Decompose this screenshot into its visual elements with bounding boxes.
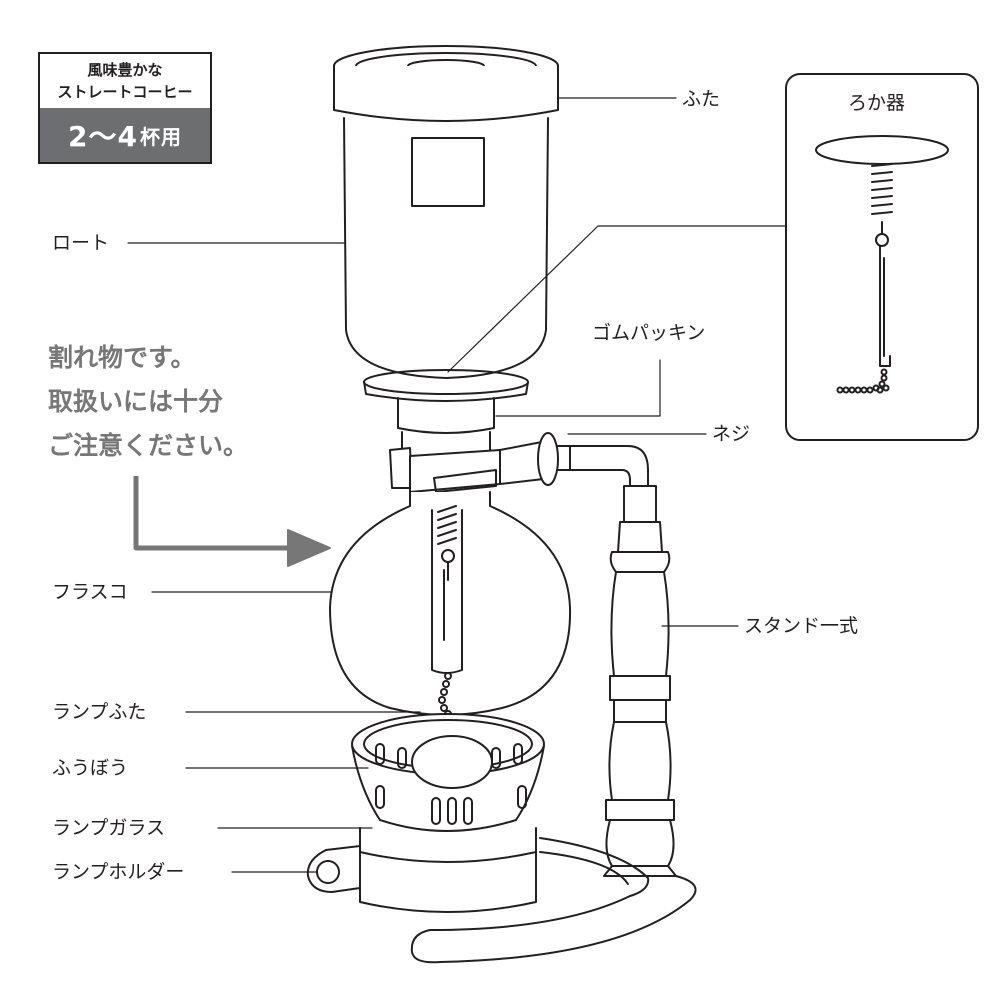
fragile-warning: 割れ物です。 取扱いには十分 ご注意ください。	[48, 336, 248, 468]
funnel-part	[343, 117, 549, 434]
capacity-badge: 風味豊かな ストレートコーヒー 2～4 杯用	[38, 52, 212, 164]
label-flask: フラスコ	[52, 581, 128, 603]
label-stand-set: スタンド一式	[744, 615, 859, 637]
badge-line-2: ストレートコーヒー	[57, 83, 193, 101]
label-screw: ネジ	[712, 423, 751, 445]
label-funnel: ロート	[52, 232, 110, 254]
badge-line-1: 風味豊かな	[87, 61, 163, 79]
stand-pillar-part	[605, 485, 675, 867]
warning-line-2: 取扱いには十分	[48, 387, 224, 416]
label-lamp-holder: ランプホルダー	[52, 861, 185, 883]
warning-arrow	[133, 476, 331, 567]
capacity-unit: 杯用	[139, 124, 182, 149]
screw-knob-part	[537, 432, 649, 487]
warning-line-1: 割れ物です。	[48, 343, 196, 372]
flask-part	[329, 491, 572, 718]
badge-capacity: 2～4 杯用	[40, 108, 210, 162]
badge-description: 風味豊かな ストレートコーヒー	[40, 54, 210, 108]
filter-inset-title: ろか器	[848, 92, 906, 114]
burner-cup-part	[351, 713, 545, 832]
label-rubber-gasket: ゴムパッキン	[592, 322, 706, 344]
stand-base-part	[410, 837, 697, 964]
warning-line-3: ご注意ください。	[48, 431, 249, 460]
label-lamp-lid: ランプふた	[52, 701, 147, 723]
gasket-clamp-part	[389, 431, 553, 493]
label-lamp-glass: ランプガラス	[52, 817, 166, 839]
filter-inset	[785, 73, 979, 441]
label-wind-guard: ふうぼう	[52, 757, 129, 779]
leader-lines	[127, 97, 789, 873]
lamp-holder-part	[306, 827, 537, 913]
label-lid: ふた	[682, 88, 721, 110]
capacity-value: 2～4	[68, 120, 138, 153]
lid-part	[333, 45, 559, 122]
